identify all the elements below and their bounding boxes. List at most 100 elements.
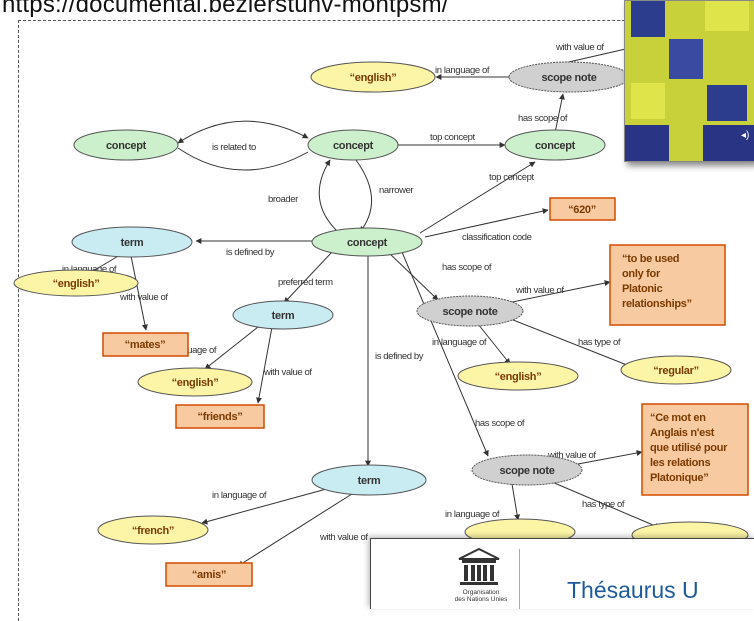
diagram-label: concept [535, 140, 576, 152]
edge-label: in language of [162, 345, 217, 356]
english-node-left: “english” [13, 269, 139, 297]
edge-label: preferred term [278, 277, 333, 288]
edge-has-scope-of-mid [387, 251, 439, 301]
edge-label: with value of [119, 292, 168, 303]
edge-is-related-to [177, 120, 309, 144]
diagram-label: scope note [541, 72, 596, 84]
scope-note-english-literal: “to be used only for Platonic relationsh… [609, 244, 726, 326]
edge-broader [318, 159, 339, 233]
term-node-bottom: term [311, 464, 427, 496]
diagram-label: term [358, 475, 381, 487]
concept-node-topright: concept [504, 129, 606, 161]
edge-preferred-term [283, 251, 333, 304]
edge-has-type-of-1 [507, 317, 633, 368]
edge-label: has type of [578, 337, 621, 348]
concept-node-left: concept [73, 129, 179, 161]
url-text: https://documental.bezierstunv-montpsm/ [2, 0, 449, 18]
english-node-mid: “english” [137, 367, 253, 397]
edge-has-scope-of-top [554, 93, 565, 134]
english-node-scope: “english” [457, 361, 579, 391]
diagram-label: “regular” [653, 365, 699, 377]
edge-classification-code [424, 208, 549, 238]
code-620-literal: “620” [549, 197, 616, 221]
edge-label: has scope of [442, 262, 492, 273]
org-line-1: Organisation [462, 589, 500, 596]
edge-label: with value of [515, 285, 564, 296]
concept-node-center: concept [311, 227, 423, 257]
edge-label: is defined by [375, 351, 424, 362]
edge-label: has scope of [475, 418, 525, 429]
edge-label: in language of [62, 264, 117, 275]
english-node-top: “english” [310, 61, 436, 93]
edge-has-scope-of-bottom [401, 251, 489, 457]
rdf-diagram: in language of with value of has scope o… [13, 42, 749, 587]
edge-label: has scope of [518, 113, 568, 124]
edge-narrower [355, 159, 372, 233]
edge-label: in language of [435, 65, 490, 76]
diagram-label: “Ce mot en [650, 412, 706, 424]
edge-with-value-of-mid [256, 326, 273, 404]
thesaurus-title: Thésaurus U [567, 577, 699, 603]
edge-label: with value of [555, 42, 604, 53]
edge-label: top concept [430, 132, 475, 143]
diagram-label: only for [622, 268, 661, 280]
edge-has-type-of-2 [551, 481, 661, 529]
divider [519, 549, 520, 609]
amis-literal: “amis” [165, 562, 253, 587]
diagram-label: “english” [53, 278, 100, 290]
edge-label: with value of [319, 532, 368, 543]
edge-in-language-of-scope2 [511, 483, 521, 521]
edge-label: has type of [582, 499, 625, 510]
edge-label: with value of [263, 367, 312, 378]
diagram-label: term [121, 237, 144, 249]
book-cover-image: ◂) [625, 1, 754, 161]
unesco-org-text: Organisation des Nations Unies [441, 589, 521, 603]
scope-note-french-literal: “Ce mot en Anglais n'est que utilisé pou… [641, 403, 749, 496]
edge-label: classification code [462, 232, 532, 243]
edge-label: in language of [432, 337, 487, 348]
diagram-label: que utilisé pour [650, 442, 728, 454]
term-node-mid: term [232, 300, 334, 330]
concept-node-top: concept [307, 129, 399, 161]
edge-with-value-of-bottom [237, 491, 356, 567]
scope-note-node-top: scope note [508, 61, 630, 93]
edge-with-value-of-left [130, 255, 148, 331]
diagram-label: scope note [499, 465, 554, 477]
edge-label: in language of [212, 490, 267, 501]
diagram-label: “friends” [198, 411, 243, 423]
friends-literal: “friends” [175, 404, 265, 429]
diagram-label: “amis” [192, 569, 226, 581]
diagram-label: “english” [350, 72, 397, 84]
regular-node: “regular” [620, 355, 732, 385]
edge-label: is related to [212, 142, 256, 153]
diagram-label: scope note [442, 306, 497, 318]
edge-label: with value of [547, 450, 596, 461]
french-node: “french” [97, 515, 209, 545]
unesco-temple-logo [458, 547, 500, 585]
diagram-label: “to be used [622, 253, 679, 265]
diagram-label: relationships” [622, 298, 692, 310]
edge-label: in language of [445, 509, 500, 520]
edge-label: top concept [489, 172, 534, 183]
edge-with-value-of-scope2 [577, 450, 643, 465]
diagram-label: “english” [495, 371, 542, 383]
diagram-label: Anglais n'est [650, 427, 715, 439]
diagram-label: les relations [650, 457, 710, 469]
diagram-label: concept [333, 140, 374, 152]
diagram-label: “mates” [125, 339, 166, 351]
scope-note-node-bottom: scope note [471, 454, 583, 486]
mates-literal: “mates” [102, 332, 189, 357]
book-cover-photo: ◂) [624, 0, 754, 162]
svg-text:◂): ◂) [741, 130, 749, 141]
diagram-label: “french” [132, 525, 174, 537]
diagram-label: term [272, 310, 295, 322]
org-line-2: des Nations Unies [454, 596, 508, 603]
edge-with-value-of-top [559, 46, 631, 65]
edge-label: is defined by [226, 247, 275, 258]
diagram-label: Platonic [622, 283, 663, 295]
edge-in-language-of-mid [204, 326, 259, 370]
edge-top-concept-2 [419, 161, 536, 234]
diagram-frame [18, 20, 754, 621]
diagram-label: “english” [172, 377, 219, 389]
diagram-label: Platonique” [650, 472, 708, 484]
